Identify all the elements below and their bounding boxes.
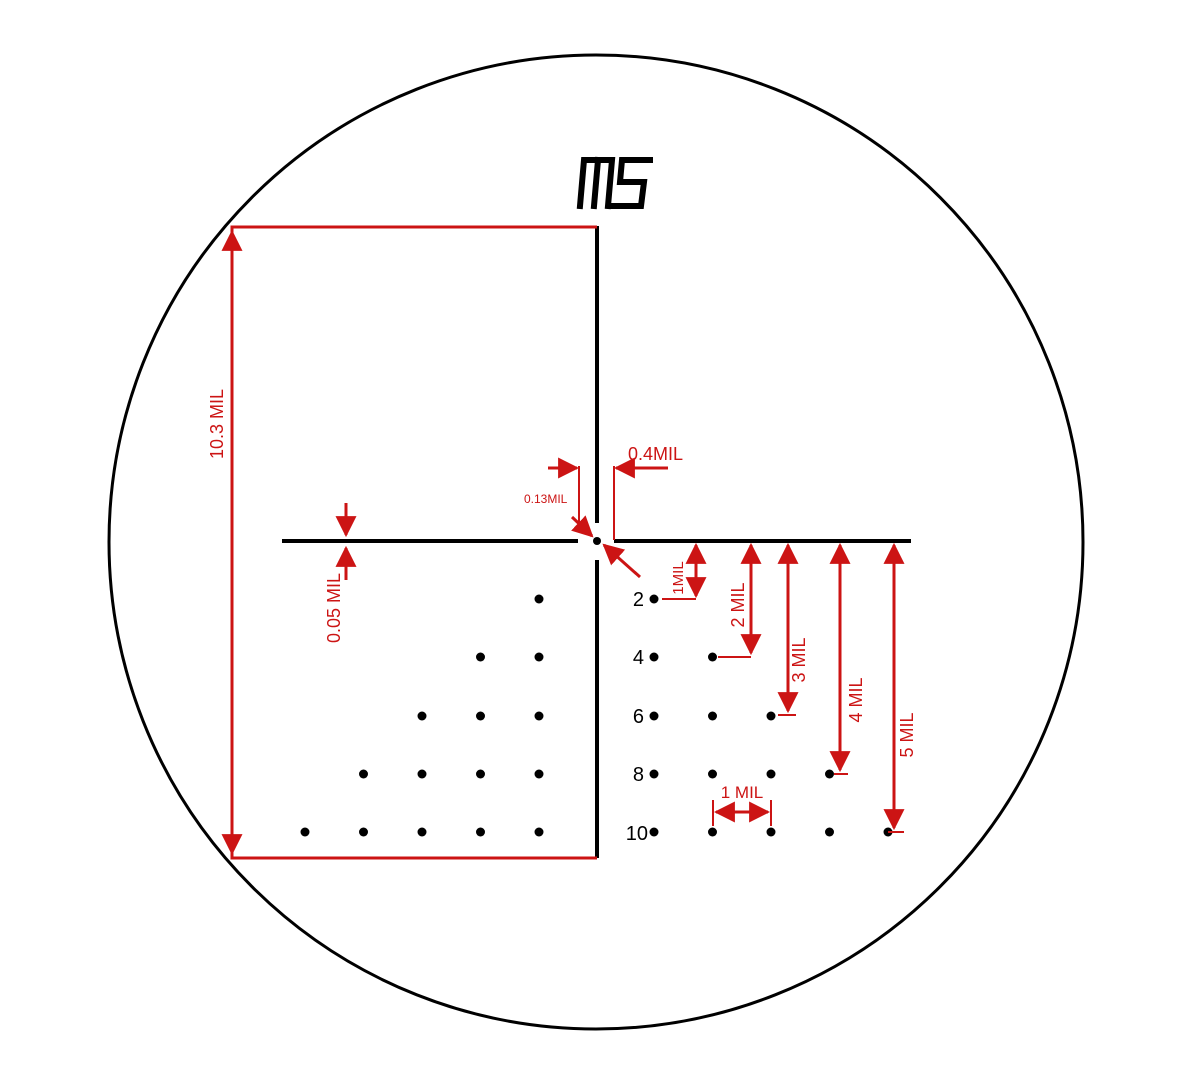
right-dot bbox=[708, 769, 717, 779]
left-dot bbox=[417, 711, 427, 721]
left-dot bbox=[417, 827, 427, 837]
left-dot-grid bbox=[300, 594, 544, 837]
center-dot bbox=[593, 537, 601, 545]
left-dot bbox=[534, 711, 544, 721]
dot-size-arrow-2 bbox=[602, 543, 641, 579]
left-dot bbox=[359, 769, 368, 779]
scope-circle bbox=[107, 53, 1085, 1031]
left-dot bbox=[417, 769, 427, 779]
row-label-10: 10 bbox=[626, 823, 648, 845]
right-dot bbox=[766, 711, 776, 721]
left-dot bbox=[534, 827, 544, 837]
left-dot bbox=[534, 652, 544, 662]
right-dot bbox=[825, 827, 834, 837]
annotation-labels: 10.3 MIL 0.4MIL 0.13MIL 0.05 MIL 1MIL 2 … bbox=[207, 389, 917, 802]
right-dot bbox=[708, 827, 717, 837]
right-dot bbox=[708, 711, 717, 721]
left-dot bbox=[359, 827, 368, 837]
row-label-6: 6 bbox=[633, 706, 644, 728]
right-dot bbox=[766, 769, 776, 779]
left-dot bbox=[476, 711, 485, 721]
right-dot bbox=[649, 652, 659, 662]
left-dot bbox=[476, 769, 485, 779]
annotations bbox=[221, 225, 905, 860]
right-dot bbox=[825, 769, 834, 779]
right-dot bbox=[649, 711, 659, 721]
left-dot bbox=[300, 827, 310, 837]
right-dot bbox=[649, 827, 659, 837]
model-label-m5 bbox=[576, 156, 653, 210]
reticle-lines bbox=[282, 226, 911, 858]
line-thickness-label: 0.05 MIL bbox=[324, 573, 344, 643]
right-dot bbox=[649, 594, 659, 604]
left-dot bbox=[534, 594, 544, 604]
left-dot bbox=[534, 769, 544, 779]
height-label: 10.3 MIL bbox=[207, 389, 227, 459]
gap-width-label: 0.4MIL bbox=[628, 444, 683, 464]
dot-size-arrow-1 bbox=[570, 515, 594, 538]
spacing-2-label: 2 MIL bbox=[728, 582, 748, 627]
spacing-1-label: 1MIL bbox=[670, 561, 687, 594]
left-dot bbox=[476, 827, 485, 837]
row-label-4: 4 bbox=[633, 647, 644, 669]
horizontal-spacing-label: 1 MIL bbox=[721, 783, 764, 802]
row-labels: 2 4 6 8 10 bbox=[626, 589, 648, 845]
row-label-2: 2 bbox=[633, 589, 644, 611]
spacing-4-label: 4 MIL bbox=[846, 677, 866, 722]
spacing-5-label: 5 MIL bbox=[897, 712, 917, 757]
row-label-8: 8 bbox=[633, 764, 644, 786]
right-dot-grid bbox=[649, 594, 893, 837]
right-dot bbox=[708, 652, 717, 662]
right-dot bbox=[766, 827, 776, 837]
right-dot bbox=[649, 769, 659, 779]
dot-size-label: 0.13MIL bbox=[524, 492, 568, 506]
spacing-3-label: 3 MIL bbox=[789, 637, 809, 682]
left-dot bbox=[476, 652, 485, 662]
